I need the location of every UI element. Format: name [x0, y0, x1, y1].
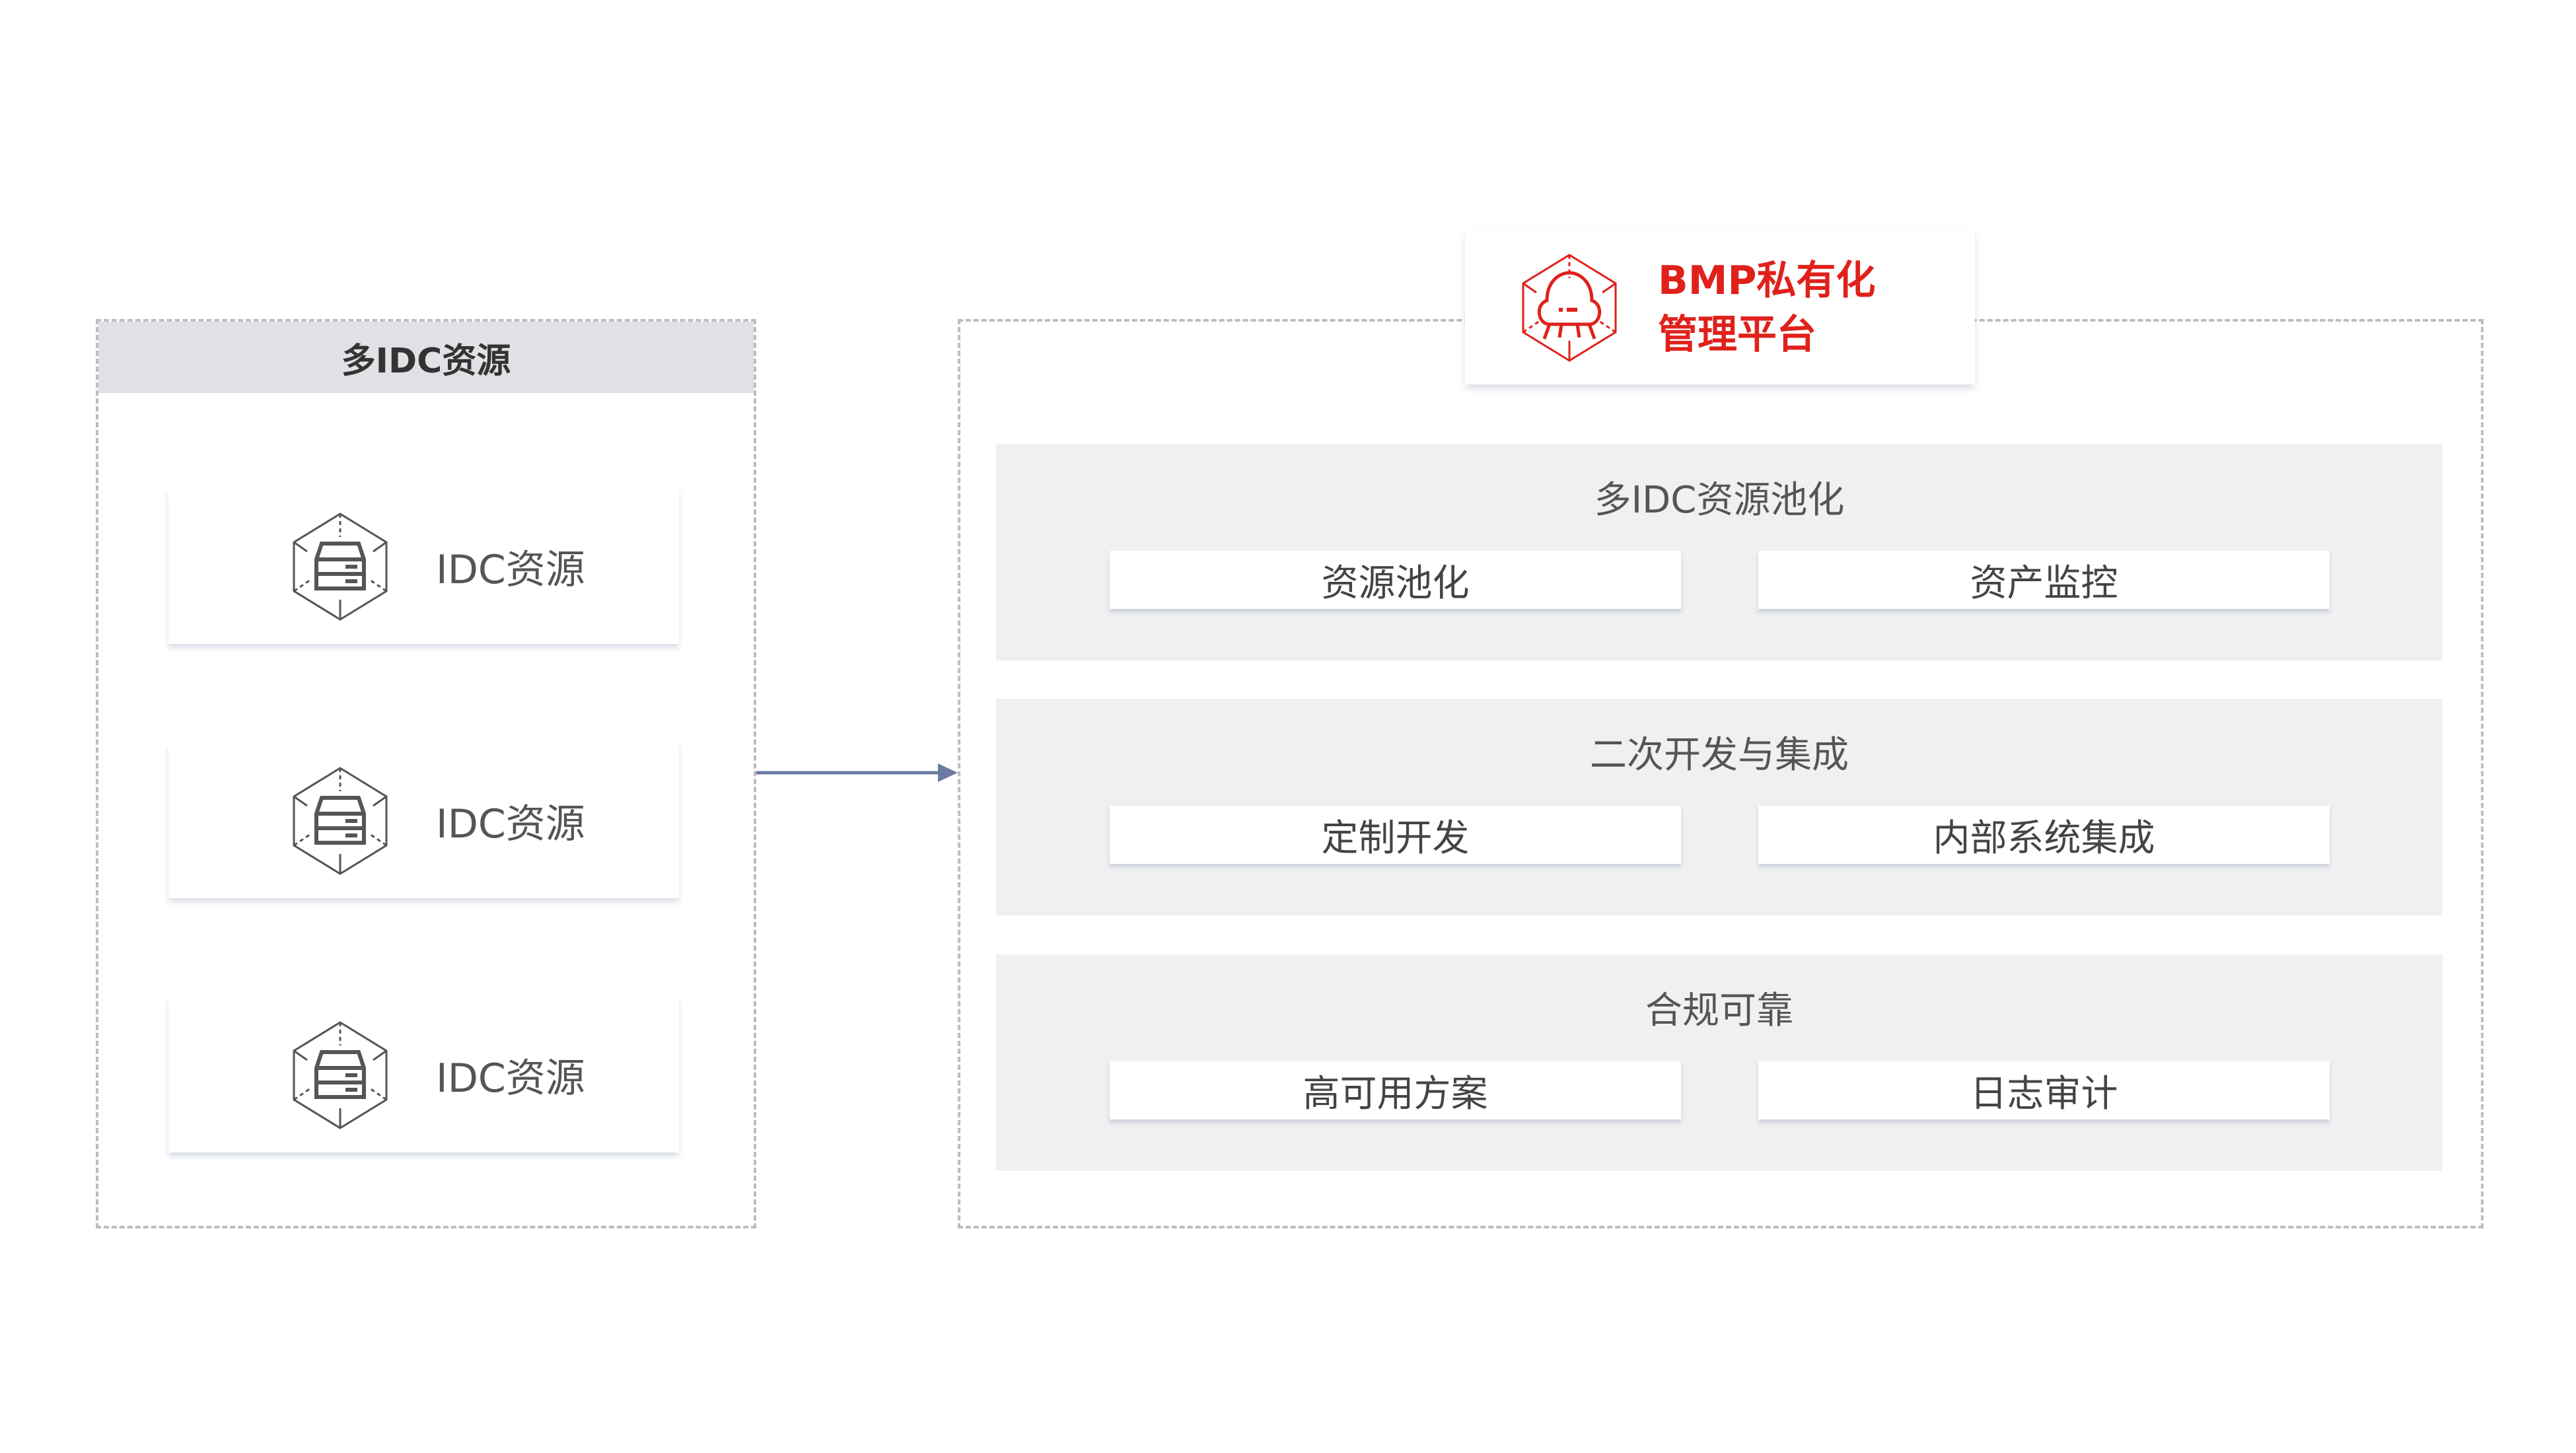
server-hex-icon [293, 513, 388, 620]
platform-title-line1: BMP私有化 [1658, 258, 1876, 304]
section-title: 合规可靠 [1645, 989, 1793, 1032]
idc-resource-card: IDC资源 [168, 743, 679, 898]
idc-resources-group [96, 319, 756, 1228]
idc-resource-card: IDC资源 [168, 997, 679, 1152]
group-title: 多IDC资源 [98, 322, 754, 393]
card-label: IDC资源 [436, 801, 585, 847]
idc-resource-card: IDC资源 [168, 489, 679, 644]
platform-title-line2: 管理平台 [1658, 312, 1816, 358]
flow-arrow [756, 763, 958, 782]
card-label: IDC资源 [436, 547, 585, 593]
feature-item: 资源池化 [1110, 551, 1681, 609]
platform-header: BMP私有化管理平台 [1465, 231, 1975, 384]
feature-item: 日志审计 [1758, 1061, 2330, 1119]
card-label: IDC资源 [436, 1055, 585, 1102]
feature-item: 内部系统集成 [1758, 806, 2330, 864]
feature-item: 资产监控 [1758, 551, 2330, 609]
section-title: 多IDC资源池化 [1594, 479, 1845, 522]
feature-item: 高可用方案 [1110, 1061, 1681, 1119]
section-resource-pooling: 多IDC资源池化 资源池化 资产监控 [996, 444, 2443, 660]
server-hex-icon [293, 1021, 388, 1129]
section-title: 二次开发与集成 [1590, 734, 1849, 777]
section-development-integration: 二次开发与集成 定制开发 内部系统集成 [996, 699, 2443, 915]
cloud-hex-icon [1522, 254, 1617, 362]
server-hex-icon [293, 767, 388, 874]
section-compliance: 合规可靠 高可用方案 日志审计 [996, 954, 2443, 1171]
feature-item: 定制开发 [1110, 806, 1681, 864]
